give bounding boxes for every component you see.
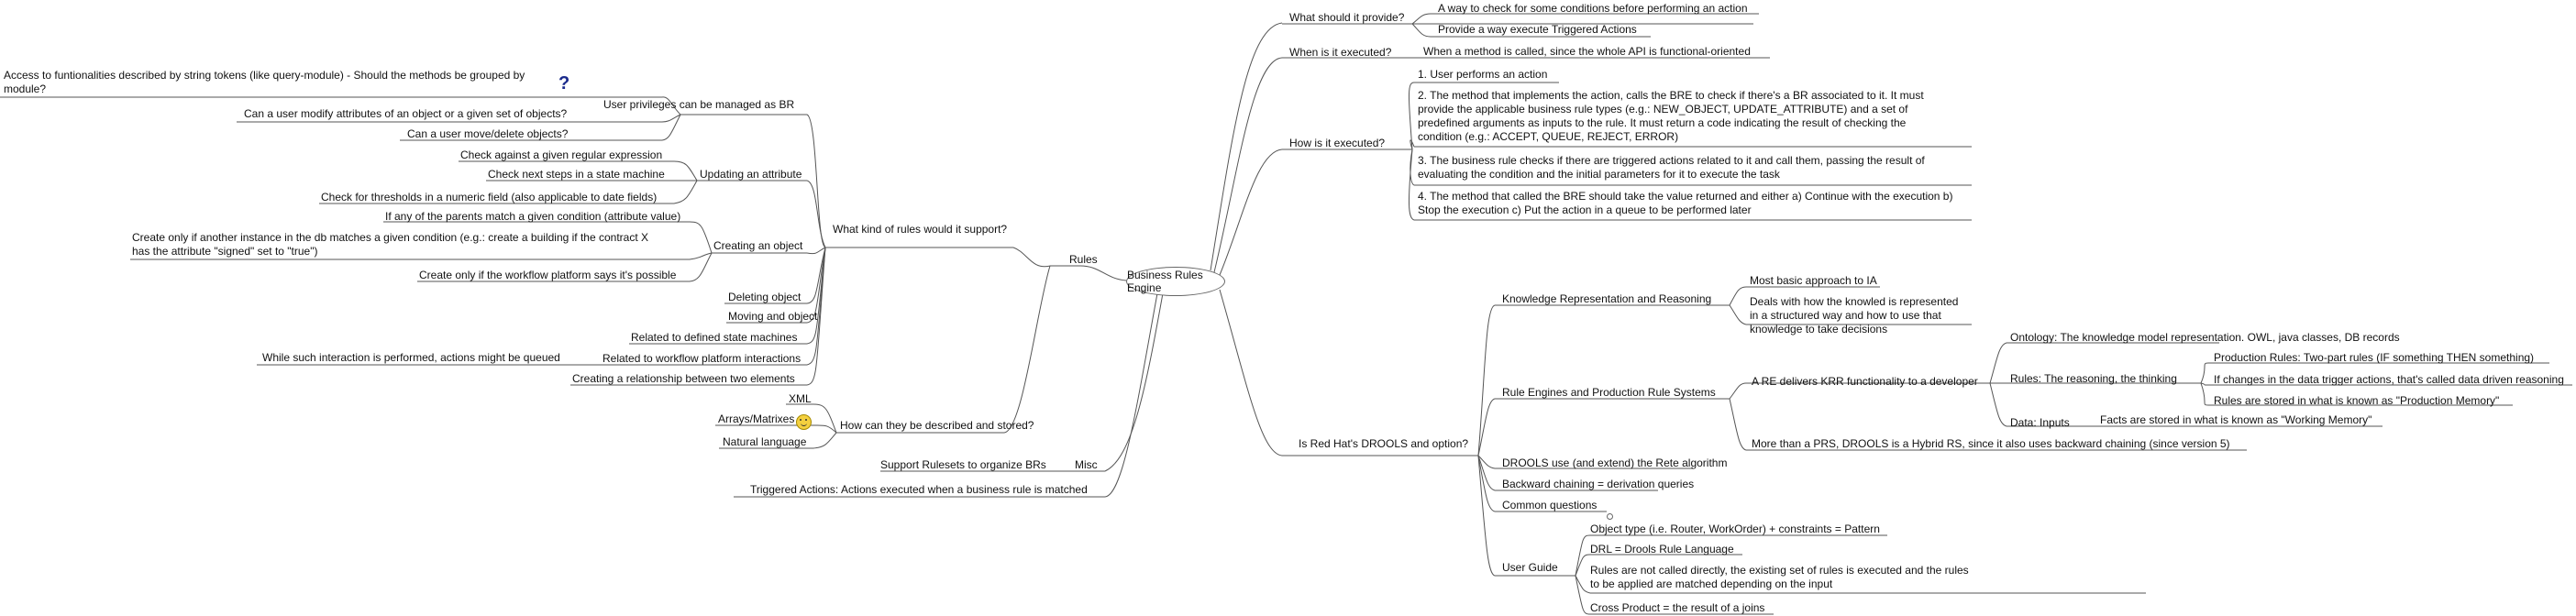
node-creating[interactable]: Creating an object [713, 239, 803, 252]
node-misc[interactable]: Misc [1075, 458, 1098, 471]
node-how-item-1[interactable]: 1. User performs an action [1418, 68, 1548, 81]
node-rete[interactable]: DROOLS use (and extend) the Rete algorit… [1502, 456, 1728, 469]
node-how-item-4[interactable]: 4. The method that called the BRE should… [1418, 190, 1953, 216]
node-deleting[interactable]: Deleting object [728, 291, 802, 303]
node-hybrid[interactable]: More than a PRS, DROOLS is a Hybrid RS, … [1752, 437, 2230, 450]
node-ug-item-4[interactable]: Cross Product = the result of a joins [1590, 601, 1765, 614]
node-krr[interactable]: Knowledge Representation and Reasoning [1502, 292, 1712, 305]
node-misc-item-2[interactable]: Triggered Actions: Actions executed when… [750, 483, 1088, 496]
node-workflow[interactable]: Related to workflow platform interaction… [603, 352, 802, 365]
node-relationship[interactable]: Creating a relationship between two elem… [572, 372, 795, 385]
node-backward[interactable]: Backward chaining = derivation queries [1502, 478, 1695, 490]
node-upd-item-1[interactable]: Check against a given regular expression [460, 148, 663, 161]
node-desc-natural[interactable]: Natural language [723, 435, 807, 448]
node-wp-item-2[interactable]: Provide a way execute Triggered Actions [1438, 23, 1637, 36]
node-krr-item-1[interactable]: Most basic approach to IA [1750, 274, 1877, 287]
smiley-icon [796, 414, 812, 430]
node-cre-item-1[interactable]: If any of the parents match a given cond… [385, 210, 681, 223]
node-how-item-2[interactable]: 2. The method that implements the action… [1418, 89, 1924, 143]
node-wp-item-1[interactable]: A way to check for some conditions befor… [1438, 2, 1748, 15]
node-re-delivers[interactable]: A RE delivers KRR functionality to a dev… [1752, 375, 1978, 388]
node-updating[interactable]: Updating an attribute [700, 168, 802, 181]
node-rules-reasoning[interactable]: Rules: The reasoning, the thinking [2010, 372, 2177, 385]
node-how-item-3[interactable]: 3. The business rule checks if there are… [1418, 154, 1925, 181]
node-common-questions[interactable]: Common questions [1502, 499, 1598, 512]
node-privileges[interactable]: User privileges can be managed as BR [603, 98, 795, 111]
node-rule-engines[interactable]: Rule Engines and Production Rule Systems [1502, 386, 1716, 399]
question-mark-icon: ? [558, 73, 570, 94]
node-cre-item-3[interactable]: Create only if the workflow platform say… [419, 269, 677, 281]
node-moving[interactable]: Moving and object [728, 310, 818, 323]
node-desc-xml[interactable]: XML [789, 392, 812, 405]
node-production-rules[interactable]: Production Rules: Two-part rules (IF som… [2214, 351, 2535, 364]
node-ug-item-3[interactable]: Rules are not called directly, the exist… [1590, 564, 1969, 590]
node-how-executed[interactable]: How is it executed? [1289, 137, 1386, 149]
node-misc-item-1[interactable]: Support Rulesets to organize BRs [880, 458, 1046, 471]
node-ug-item-2[interactable]: DRL = Drools Rule Language [1590, 543, 1734, 556]
node-what-kind[interactable]: What kind of rules would it support? [833, 223, 1008, 236]
node-prod-memory[interactable]: Rules are stored in what is known as "Pr… [2214, 394, 2500, 407]
node-upd-item-3[interactable]: Check for thresholds in a numeric field … [321, 191, 658, 204]
node-queued[interactable]: While such interaction is performed, act… [262, 351, 560, 364]
node-user-guide[interactable]: User Guide [1502, 561, 1558, 574]
node-when-executed[interactable]: When is it executed? [1289, 46, 1392, 59]
node-ontology[interactable]: Ontology: The knowledge model representa… [2010, 331, 2400, 344]
root-node[interactable]: Business Rules Engine [1126, 267, 1225, 296]
node-desc-arrays[interactable]: Arrays/Matrixes [718, 412, 795, 425]
node-state-machines[interactable]: Related to defined state machines [631, 331, 798, 344]
node-priv-item-3[interactable]: Can a user move/delete objects? [407, 127, 569, 140]
node-priv-item-2[interactable]: Can a user modify attributes of an objec… [244, 107, 568, 120]
node-krr-item-2[interactable]: Deals with how the knowled is represente… [1750, 295, 1959, 336]
node-data-triggers[interactable]: If changes in the data trigger actions, … [2214, 373, 2564, 386]
node-what-provide[interactable]: What should it provide? [1289, 11, 1405, 24]
node-data-inputs[interactable]: Data: Inputs [2010, 416, 2070, 429]
node-drools[interactable]: Is Red Hat's DROOLS and option? [1299, 437, 1469, 450]
node-when-item[interactable]: When a method is called, since the whole… [1423, 45, 1751, 58]
node-upd-item-2[interactable]: Check next steps in a state machine [488, 168, 665, 181]
root-label: Business Rules Engine [1127, 269, 1203, 294]
node-rules[interactable]: Rules [1069, 253, 1098, 266]
node-cre-item-2[interactable]: Create only if another instance in the d… [132, 231, 648, 258]
node-described[interactable]: How can they be described and stored? [840, 419, 1034, 432]
node-ug-item-1[interactable]: Object type (i.e. Router, WorkOrder) + c… [1590, 522, 1880, 535]
node-priv-item-1[interactable]: Access to funtionalities described by st… [4, 69, 525, 95]
node-working-memory[interactable]: Facts are stored in what is known as "Wo… [2100, 413, 2372, 426]
expand-toggle-icon[interactable] [1607, 513, 1613, 520]
